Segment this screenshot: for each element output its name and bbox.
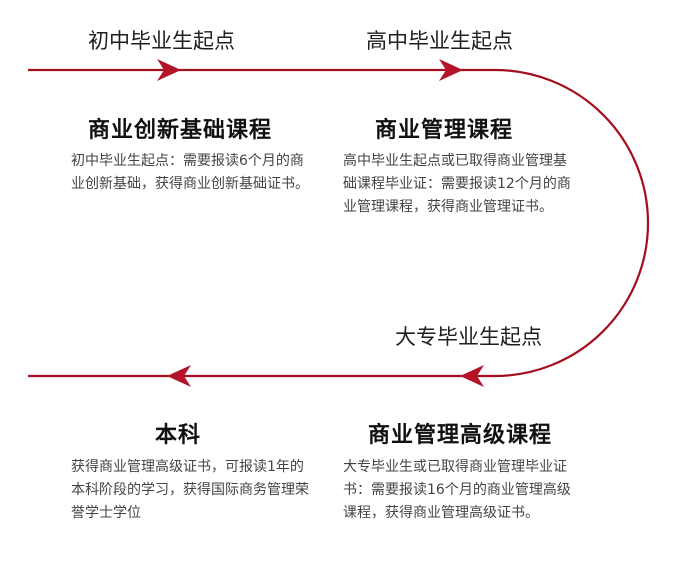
milestone-senior-high: 高中毕业生起点	[366, 29, 513, 53]
course-description-advanced: 大专毕业生或已取得商业管理毕业证书：需要报读16个月的商业管理高级课程，获得商业…	[343, 459, 571, 521]
course-description-bachelor: 获得商业管理高级证书，可报读1年的本科阶段的学习，获得国际商务管理荣誉学士学位	[71, 459, 309, 521]
arrow-right-icon	[439, 59, 463, 81]
course-title-advanced: 商业管理高级课程	[368, 423, 553, 448]
arrow-right-icon	[157, 59, 181, 81]
course-description-innovation: 初中毕业生起点：需要报读6个月的商业创新基础，获得商业创新基础证书。	[71, 153, 309, 192]
pathway-line	[28, 68, 650, 378]
milestone-junior-high: 初中毕业生起点	[88, 29, 235, 53]
milestone-college: 大专毕业生起点	[395, 325, 542, 349]
course-description-management: 高中毕业生起点或已取得商业管理基础课程毕业证：需要报读12个月的商业管理课程，获…	[343, 153, 571, 215]
course-title-management: 商业管理课程	[375, 118, 514, 143]
course-title-bachelor: 本科	[155, 423, 202, 448]
arrow-left-icon	[167, 365, 191, 387]
course-title-innovation: 商业创新基础课程	[88, 118, 273, 143]
arrow-left-icon	[460, 365, 484, 387]
